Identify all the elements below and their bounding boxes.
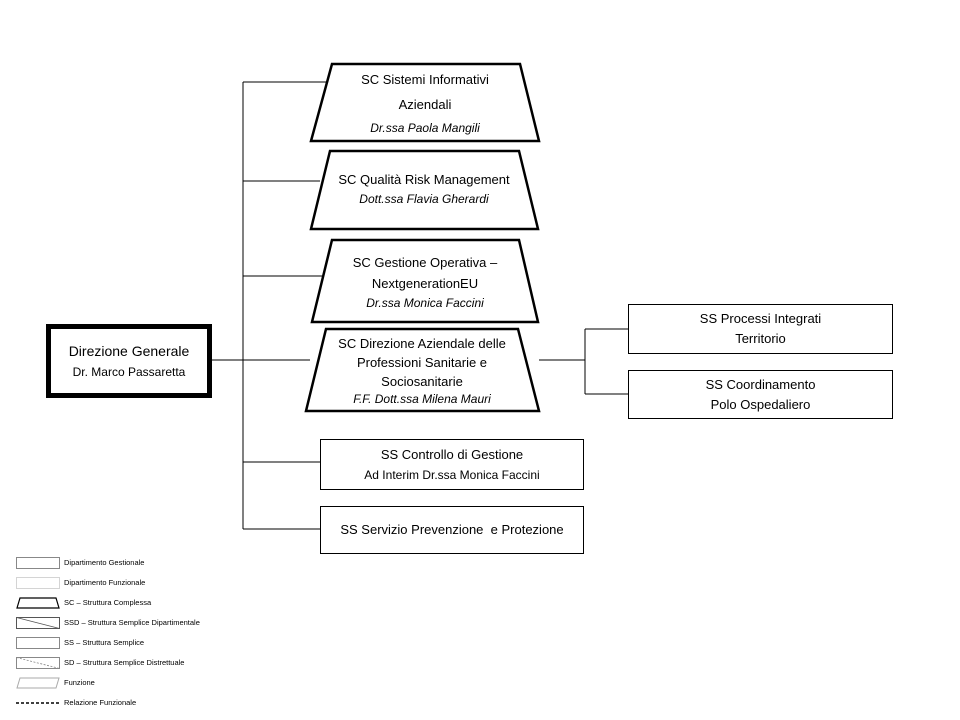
ss-title: SS Controllo di Gestione: [380, 446, 524, 462]
legend-item-ss: SS – Struttura Semplice: [14, 635, 244, 655]
rect-dotted-symbol: [16, 577, 60, 589]
root-name: Dr. Marco Passaretta: [72, 365, 186, 379]
legend-item-dipartimento-funzionale: Dipartimento Funzionale: [14, 575, 244, 595]
legend-label: Dipartimento Gestionale: [64, 558, 145, 567]
trapezoid-sc-qualita: [309, 149, 540, 231]
legend: Dipartimento Gestionale Dipartimento Fun…: [14, 555, 244, 715]
legend-label: Relazione Funzionale: [64, 698, 137, 707]
ss-node-controllo-gestione[interactable]: SS Controllo di Gestione Ad Interim Dr.s…: [320, 439, 584, 490]
sc-title-line3: Sociosanitarie: [381, 374, 463, 389]
rect-symbol: [16, 637, 60, 649]
connector-lines: [212, 81, 628, 530]
subunit-title-line2: Territorio: [735, 331, 786, 346]
subunit-title-line1: SS Processi Integrati: [699, 311, 822, 326]
legend-item-dipartimento-gestionale: Dipartimento Gestionale: [14, 555, 244, 575]
ss-node-processi-integrati[interactable]: SS Processi Integrati Territorio: [628, 304, 893, 354]
sc-head: Dott.ssa Flavia Gherardi: [359, 192, 489, 206]
root-title: Direzione Generale: [68, 343, 190, 359]
legend-label: Funzione: [64, 678, 95, 687]
trapezoid-symbol: [16, 597, 60, 609]
legend-label: SSD – Struttura Semplice Dipartimentale: [64, 618, 200, 627]
sc-title-line1: SC Gestione Operativa –: [352, 254, 498, 270]
subunit-title-line1: SS Coordinamento: [705, 376, 816, 392]
ss-node-prevenzione-protezione[interactable]: SS Servizio Prevenzione e Protezione: [320, 506, 584, 554]
rect-diagonal-symbol: [16, 617, 60, 629]
sc-title-line1: SC Qualità Risk Management: [338, 172, 510, 187]
sc-node-gestione-operativa[interactable]: SC Gestione Operativa – NextgenerationEU…: [320, 244, 530, 318]
ss-head: Ad Interim Dr.ssa Monica Faccini: [364, 467, 540, 482]
sc-head: Dr.ssa Paola Mangili: [370, 121, 480, 135]
parallelogram-symbol: [16, 677, 60, 689]
dashed-line-symbol: [16, 702, 60, 704]
sc-title-line2: NextgenerationEU: [371, 275, 479, 291]
subunit-title-line2: Polo Ospedaliero: [710, 396, 811, 412]
legend-label: Dipartimento Funzionale: [64, 578, 146, 587]
rect-dashed-diagonal-symbol: [16, 657, 60, 669]
legend-label: SS – Struttura Semplice: [64, 638, 145, 647]
legend-item-sd: SD – Struttura Semplice Distrettuale: [14, 655, 244, 675]
trapezoid-sc-sistemi: [309, 62, 541, 143]
root-node-direzione-generale[interactable]: Direzione Generale Dr. Marco Passaretta: [46, 324, 212, 398]
legend-item-sc: SC – Struttura Complessa: [14, 595, 244, 615]
legend-label: SD – Struttura Semplice Distrettuale: [64, 658, 185, 667]
sc-title-line2: Professioni Sanitarie e: [356, 355, 488, 370]
sc-title-line2: Aziendali: [398, 97, 452, 112]
legend-item-ssd: SSD – Struttura Semplice Dipartimentale: [14, 615, 244, 635]
trapezoid-sc-direzione: [304, 327, 541, 413]
trapezoid-sc-gestione: [310, 238, 540, 324]
sc-head: F.F. Dott.ssa Milena Mauri: [353, 392, 491, 406]
ss-title: SS Servizio Prevenzione e Protezione: [340, 522, 564, 537]
rect-double-symbol: [16, 557, 60, 569]
legend-label: SC – Struttura Complessa: [64, 598, 152, 607]
sc-node-direzione-professioni[interactable]: SC Direzione Aziendale delle Professioni…: [312, 332, 532, 410]
legend-item-funzione: Funzione: [14, 675, 244, 695]
ss-node-coordinamento-polo[interactable]: SS Coordinamento Polo Ospedaliero: [628, 370, 893, 419]
sc-node-sistemi-informativi[interactable]: SC Sistemi Informativi Aziendali Dr.ssa …: [320, 66, 530, 140]
legend-item-relazione-funzionale: Relazione Funzionale: [14, 695, 244, 715]
sc-node-qualita-risk[interactable]: SC Qualità Risk Management Dott.ssa Flav…: [318, 165, 530, 213]
sc-title-line1: SC Direzione Aziendale delle: [338, 336, 506, 351]
sc-title-line1: SC Sistemi Informativi: [361, 72, 489, 87]
sc-head: Dr.ssa Monica Faccini: [366, 295, 484, 310]
